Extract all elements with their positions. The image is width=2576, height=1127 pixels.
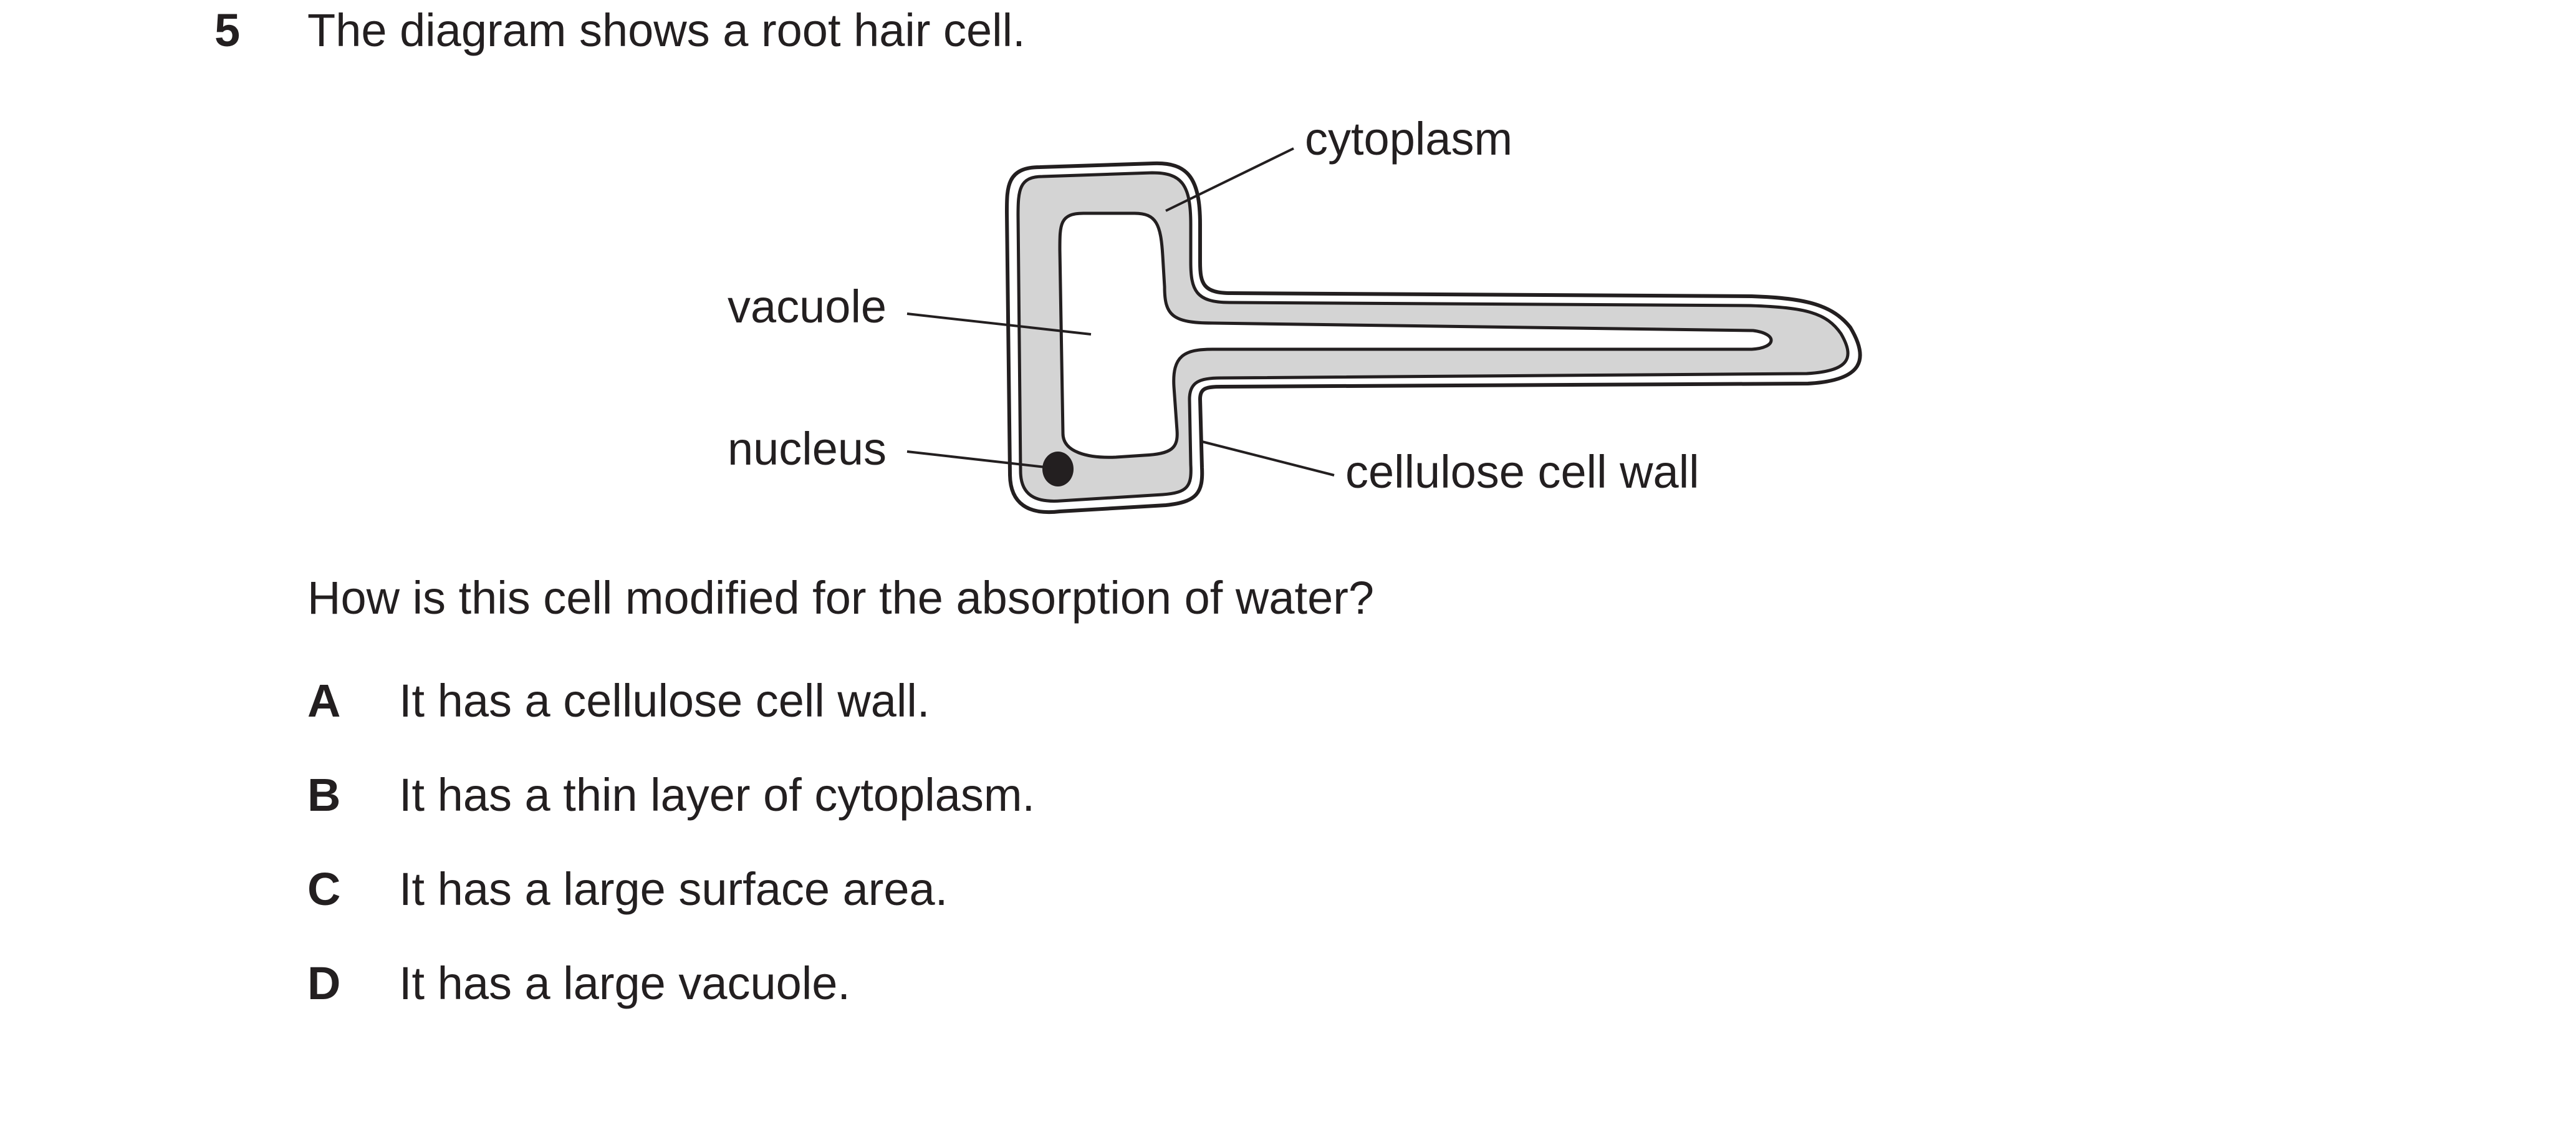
vacuole xyxy=(1058,211,1773,459)
cell-wall-label: cellulose cell wall xyxy=(1345,446,1699,498)
question-stem: The diagram shows a root hair cell. xyxy=(307,4,1026,56)
nucleus-label: nucleus xyxy=(728,423,887,475)
question-prompt: How is this cell modified for the absorp… xyxy=(307,572,1375,624)
cell-wall-pointer-line xyxy=(1201,440,1335,476)
option-letter: B xyxy=(307,769,341,821)
option-text: It has a thin layer of cytoplasm. xyxy=(399,769,1036,821)
nucleus-pointer-line xyxy=(906,450,1051,469)
option-text: It has a large vacuole. xyxy=(399,957,850,1009)
cytoplasm-pointer-line xyxy=(1165,147,1294,212)
cytoplasm-label: cytoplasm xyxy=(1305,113,1512,165)
question-number: 5 xyxy=(214,4,241,56)
option-text: It has a cellulose cell wall. xyxy=(399,675,930,727)
option-letter: C xyxy=(307,863,341,915)
vacuole-pointer-line xyxy=(906,312,1092,336)
option-letter: A xyxy=(307,675,341,727)
option-text: It has a large surface area. xyxy=(399,863,948,915)
vacuole-label: vacuole xyxy=(728,281,887,332)
nucleus xyxy=(1042,452,1074,486)
option-letter: D xyxy=(307,957,341,1009)
